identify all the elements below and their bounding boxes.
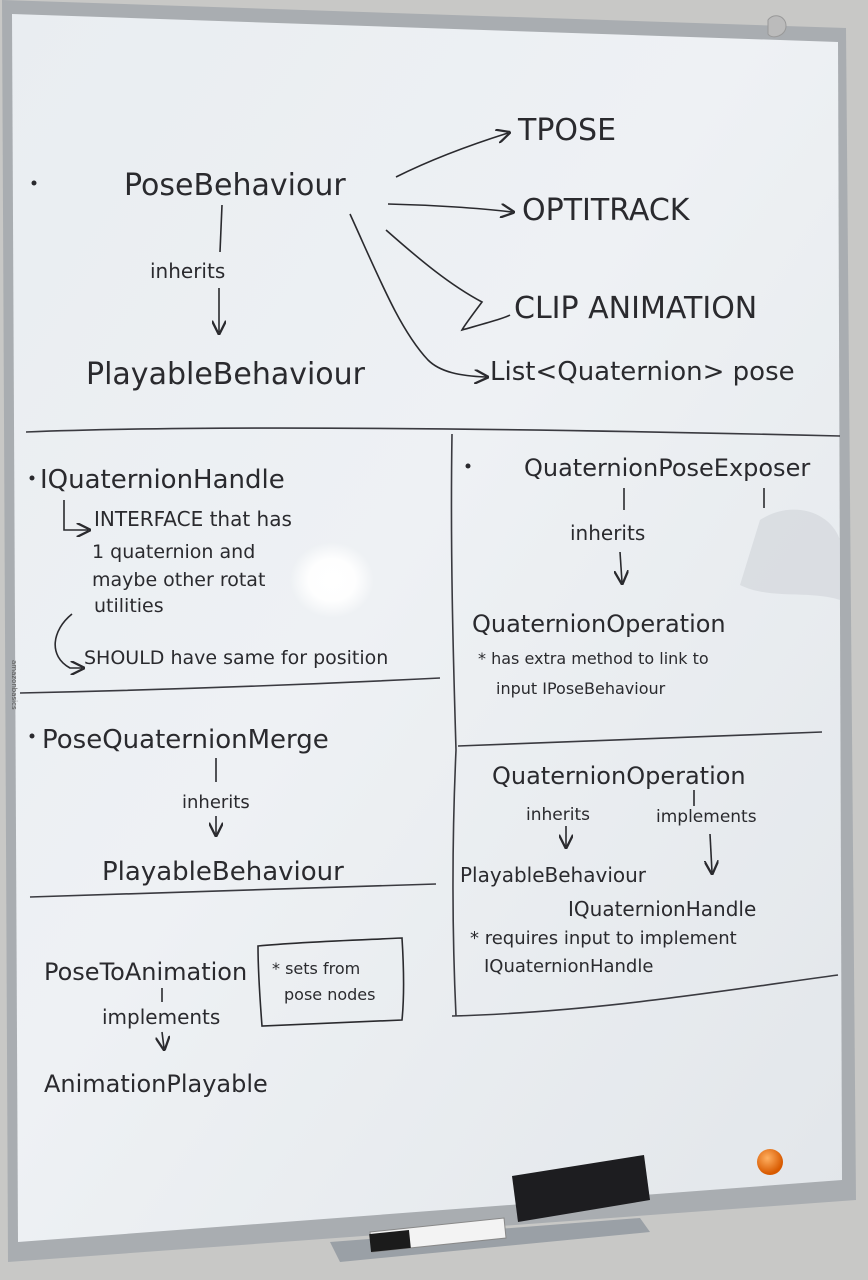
frame-brand-label: amazonbasics <box>10 660 18 710</box>
implements-arrow <box>710 833 712 872</box>
note-line: IQuaternionHandle <box>484 956 653 977</box>
top-divider <box>25 427 841 437</box>
inherits-arrow <box>620 551 622 582</box>
list-quaternion-label: List<Quaternion> pose <box>490 357 795 387</box>
note-line: * sets from <box>272 959 360 978</box>
note-line: SHOULD have same for position <box>84 647 388 669</box>
iquaternionhandle-title: IQuaternionHandle <box>40 465 285 495</box>
implements-label: implements <box>656 807 757 827</box>
note-line: INTERFACE that has <box>94 507 292 531</box>
note-arrow <box>54 613 82 668</box>
arrow-to-tpose <box>395 133 508 178</box>
exposer-title: QuaternionPoseExposer <box>524 454 810 482</box>
right-divider-2 <box>451 974 839 1017</box>
inherits-label: inherits <box>570 521 645 545</box>
marker-cap <box>369 1229 411 1253</box>
quaternionoperation-label: QuaternionOperation <box>472 610 726 638</box>
top-arrows <box>349 133 512 377</box>
eraser <box>512 1155 650 1222</box>
note-line: maybe other rotat <box>92 569 265 591</box>
implements-arrow <box>162 1031 164 1048</box>
left-divider-1 <box>19 677 441 694</box>
posequaternionmerge-title: PoseQuaternionMerge <box>42 725 329 755</box>
arrow-to-clip-animation <box>385 229 511 332</box>
tpose-label: TPOSE <box>517 113 616 148</box>
inherits-label: inherits <box>182 792 250 813</box>
quaternionoperation-title: QuaternionOperation <box>492 762 746 790</box>
posebehaviour-label: PoseBehaviour <box>124 168 346 203</box>
right-divider-1 <box>457 731 823 747</box>
bullet-dot <box>465 463 471 469</box>
arrow-to-optitrack <box>387 203 512 212</box>
inherits-label: inherits <box>150 259 225 283</box>
playablebehaviour-label: PlayableBehaviour <box>86 357 366 392</box>
playablebehaviour-label: PlayableBehaviour <box>102 857 344 887</box>
note-line: * has extra method to link to <box>478 649 709 668</box>
playablebehaviour-label: PlayableBehaviour <box>460 863 647 887</box>
arrow-to-list <box>349 213 486 377</box>
section-dividers <box>19 427 841 1017</box>
frame-clip <box>767 15 787 38</box>
left-divider-2 <box>29 883 437 898</box>
magnet <box>757 1149 783 1175</box>
implements-label: implements <box>102 1005 220 1029</box>
vertical-divider <box>450 433 457 1017</box>
note-line: pose nodes <box>284 985 375 1004</box>
bullet-dot <box>29 475 35 481</box>
light-glare <box>290 542 374 618</box>
smudge <box>740 509 840 600</box>
bullet-dot <box>31 180 37 186</box>
posetoanimation-title: PoseToAnimation <box>44 958 247 986</box>
animationplayable-label: AnimationPlayable <box>44 1070 268 1098</box>
note-line: utilities <box>94 595 164 617</box>
inherits-label: inherits <box>526 805 590 825</box>
note-line: input IPoseBehaviour <box>496 679 666 698</box>
note-line: * requires input to implement <box>470 928 737 949</box>
connector-line <box>219 204 223 253</box>
optitrack-label: OPTITRACK <box>522 193 691 228</box>
iquaternionhandle-label: IQuaternionHandle <box>568 897 756 921</box>
bullet-dot <box>29 733 35 739</box>
note-box <box>257 937 405 1027</box>
note-arrow <box>63 500 88 530</box>
clip-animation-label: CLIP ANIMATION <box>514 291 757 326</box>
note-line: 1 quaternion and <box>92 541 255 563</box>
